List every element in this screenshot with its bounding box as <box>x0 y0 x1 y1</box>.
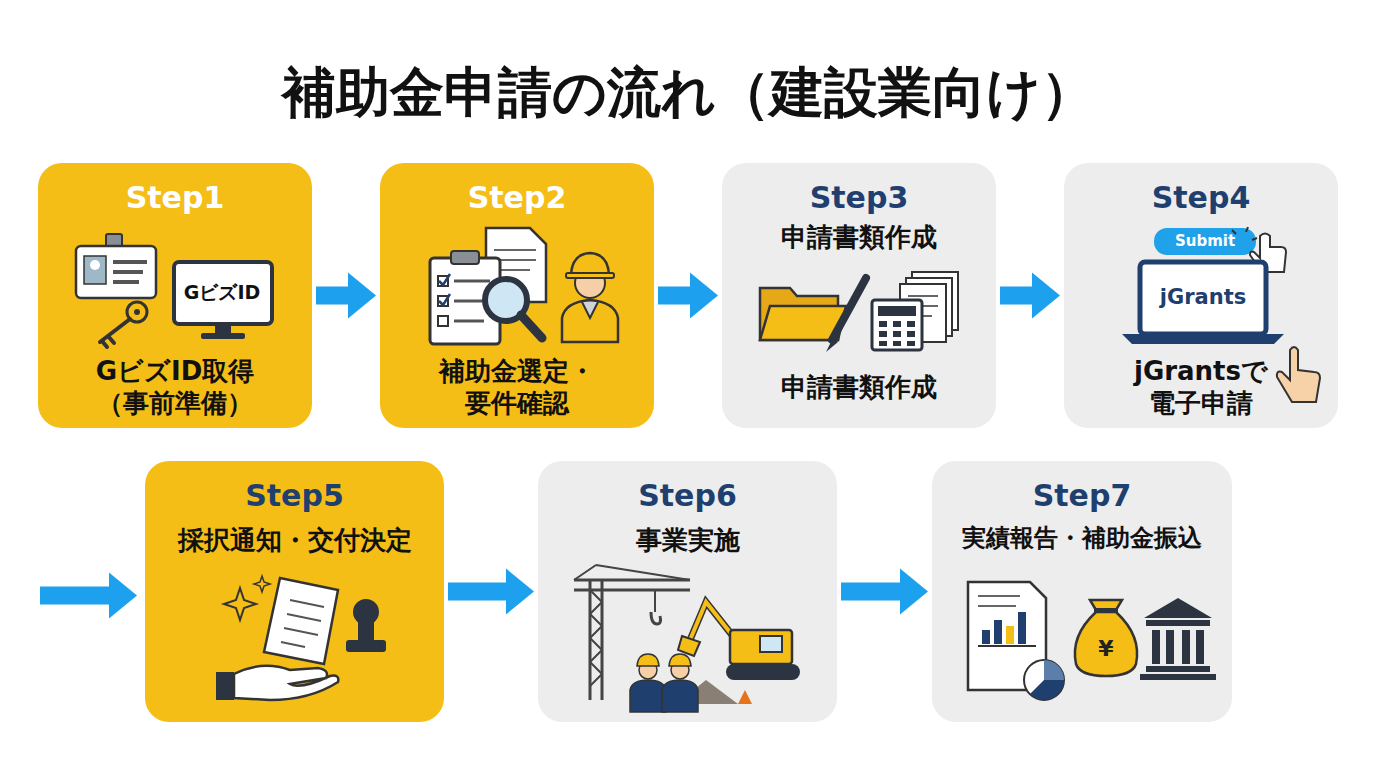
flow-arrow <box>658 273 718 319</box>
flow-arrow <box>316 273 376 319</box>
step-label: 申請書類作成 <box>734 221 984 253</box>
step-label: 補助金選定・ 要件確認 <box>422 355 612 419</box>
step-label: 申請書類作成 <box>734 371 984 403</box>
step-box: Step3 申請書類作成申請書類作成 <box>722 163 996 428</box>
step-box: Step5 採択通知・交付決定 <box>145 461 444 722</box>
step-label: 採択通知・交付決定 <box>150 524 440 556</box>
step-number: Step3 <box>739 179 979 216</box>
screen-text: GビズID <box>184 280 260 306</box>
flow-arrow <box>841 569 928 615</box>
flow-arrow <box>40 573 137 619</box>
flow-arrow <box>448 569 534 615</box>
step-label: GビズID取得 （事前準備） <box>75 355 275 419</box>
button-text: Submit <box>1175 232 1235 250</box>
step-box: Step7 実績報告・補助金振込 <box>932 461 1232 722</box>
step-label: 事業実施 <box>543 524 833 556</box>
step-number: Step6 <box>558 477 818 514</box>
step-label: 実績報告・補助金振込 <box>934 524 1230 553</box>
step-number: Step4 <box>1081 179 1321 216</box>
step-number: Step7 <box>952 477 1212 514</box>
screen-text: jGrants <box>1160 285 1246 309</box>
step-number: Step1 <box>55 179 295 216</box>
step-number: Step2 <box>397 179 637 216</box>
currency-symbol: ¥ <box>1098 636 1113 661</box>
flow-arrow <box>1000 273 1060 319</box>
step-box: Step2 補助金選定・ 要件確認 <box>380 163 654 428</box>
step-label: jGrantsで 電子申請 <box>1114 355 1289 419</box>
step-box: Step6 事業実施 <box>538 461 837 722</box>
step-number: Step5 <box>165 477 425 514</box>
diagram-title: 補助金申請の流れ（建設業向け） <box>0 58 1376 128</box>
step-box: Step1GビズID取得 （事前準備） <box>38 163 312 428</box>
